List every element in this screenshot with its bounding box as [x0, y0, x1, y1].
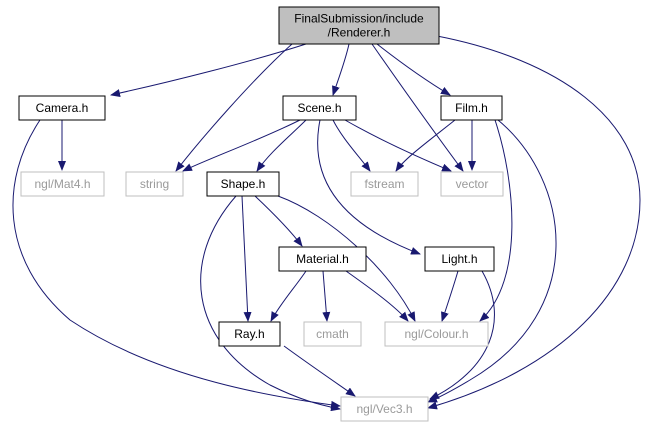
edge-light-to-colour [441, 270, 459, 322]
node-cmath: cmath [303, 321, 362, 347]
edge-root-to-camera [110, 43, 307, 97]
edge-shape-to-ray [241, 195, 252, 322]
edge-material-to-cmath [322, 270, 331, 322]
edge-scene-to-fstream [332, 119, 371, 172]
node-shape-label: Shape.h [221, 177, 266, 191]
node-mat4-box [20, 171, 105, 197]
node-material-box [278, 246, 367, 272]
node-shape[interactable]: Shape.h [206, 171, 280, 197]
edge-light-to-vec3 [429, 270, 495, 400]
node-string: string [125, 171, 184, 197]
edge-camera-to-vec3 [12, 119, 341, 409]
node-light[interactable]: Light.h [424, 246, 495, 272]
node-layer: FinalSubmission/include/Renderer.hCamera… [18, 6, 504, 422]
node-camera-box [18, 95, 106, 121]
node-vec3: ngl/Vec3.h [340, 396, 429, 422]
node-shape-box [206, 171, 280, 197]
edge-material-to-colour [345, 270, 409, 322]
node-root-box [278, 6, 440, 45]
node-scene-label: Scene.h [297, 101, 341, 115]
edge-root-to-vector [371, 43, 464, 172]
edge-root-to-vec3 [427, 35, 641, 410]
node-root-label: FinalSubmission/include [294, 12, 424, 26]
node-ray[interactable]: Ray.h [218, 321, 281, 347]
node-vec3-label: ngl/Vec3.h [356, 402, 412, 416]
node-film-box [440, 95, 503, 121]
node-vector-box [440, 171, 504, 197]
edge-film-to-colour [479, 119, 513, 322]
edge-scene-to-string [182, 119, 301, 172]
node-ray-box [218, 321, 281, 347]
node-colour-label: ngl/Colour.h [404, 327, 468, 341]
node-film[interactable]: Film.h [440, 95, 503, 121]
edge-shape-to-material [254, 195, 303, 247]
node-material[interactable]: Material.h [278, 246, 367, 272]
node-fstream-box [350, 171, 419, 197]
edge-scene-to-light [317, 119, 421, 255]
node-light-label: Light.h [441, 252, 477, 266]
edge-scene-to-vector [344, 119, 452, 172]
node-vec3-box [340, 396, 429, 422]
node-colour: ngl/Colour.h [384, 321, 489, 347]
edge-scene-to-shape [256, 119, 307, 172]
node-light-box [424, 246, 495, 272]
edge-root-to-string [175, 43, 293, 172]
node-vector: vector [440, 171, 504, 197]
node-camera[interactable]: Camera.h [18, 95, 106, 121]
node-fstream: fstream [350, 171, 419, 197]
node-root: FinalSubmission/include/Renderer.h [278, 6, 440, 45]
node-material-label: Material.h [296, 252, 349, 266]
node-colour-box [384, 321, 489, 347]
edge-material-to-ray [270, 270, 307, 322]
node-scene[interactable]: Scene.h [282, 95, 357, 121]
node-film-label: Film.h [455, 101, 488, 115]
node-vector-label: vector [456, 177, 489, 191]
edge-shape-to-vec3 [200, 195, 341, 412]
edge-layer [12, 35, 641, 412]
node-mat4-label: ngl/Mat4.h [34, 177, 90, 191]
node-root-label: /Renderer.h [328, 26, 391, 40]
node-cmath-label: cmath [316, 327, 349, 341]
edge-film-to-vec3 [427, 119, 557, 403]
edge-root-to-scene [332, 43, 350, 96]
node-string-label: string [140, 177, 169, 191]
node-string-box [125, 171, 184, 197]
node-mat4: ngl/Mat4.h [20, 171, 105, 197]
node-fstream-label: fstream [364, 177, 404, 191]
edge-root-to-film [376, 43, 451, 96]
node-camera-label: Camera.h [36, 101, 89, 115]
node-cmath-box [303, 321, 362, 347]
node-ray-label: Ray.h [234, 327, 264, 341]
edge-ray-to-vec3 [283, 345, 356, 397]
edge-film-to-fstream [395, 119, 456, 172]
node-scene-box [282, 95, 357, 121]
